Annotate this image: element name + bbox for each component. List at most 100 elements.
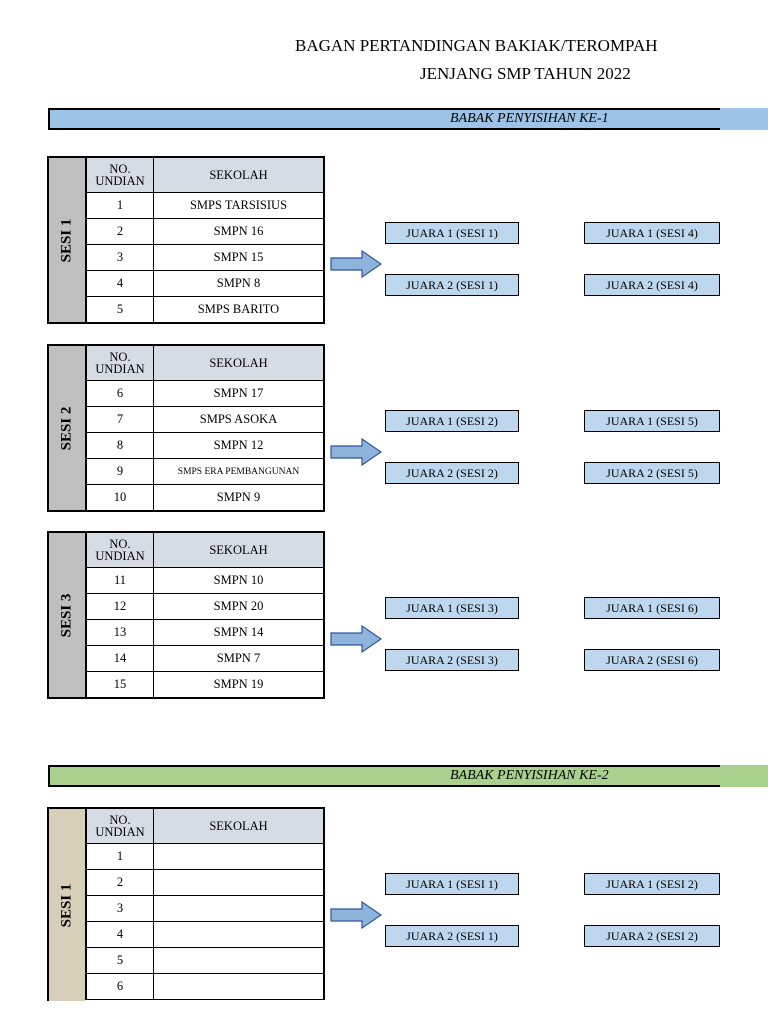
session-side-label: SESI 3: [47, 531, 85, 699]
winner-2-box: JUARA 2 (SESI 5): [584, 462, 720, 484]
winner-2-box: JUARA 2 (SESI 2): [385, 462, 519, 484]
round2-band-tail: [720, 765, 768, 787]
school-name: SMPS ERA PEMBANGUNAN: [153, 458, 325, 485]
sheet-title-line2: JENJANG SMP TAHUN 2022: [420, 64, 631, 83]
round1-band-tail: [720, 108, 768, 130]
school-name: SMPN 20: [153, 593, 325, 620]
winner-1-box: JUARA 1 (SESI 2): [584, 873, 720, 895]
table-row: 2: [85, 869, 325, 896]
col-header-no: NO. UNDIAN: [85, 156, 154, 193]
session-label: SESI 3: [58, 593, 75, 637]
school-name: SMPS ASOKA: [153, 406, 325, 433]
round1-band: BABAK PENYISIHAN KE-1: [48, 108, 768, 130]
table-row: 4: [85, 921, 325, 948]
session-label: SESI 1: [58, 218, 75, 262]
draw-number: 12: [85, 593, 154, 620]
school-name: SMPN 8: [153, 270, 325, 297]
winner-2-box: JUARA 2 (SESI 1): [385, 274, 519, 296]
sheet-title-line1: BAGAN PERTANDINGAN BAKIAK/TEROMPAH: [295, 36, 658, 55]
table-row: 3: [85, 895, 325, 922]
school-name: [153, 895, 325, 922]
draw-number: 4: [85, 270, 154, 297]
school-name: [153, 921, 325, 948]
school-name: SMPN 7: [153, 645, 325, 672]
session-side-label: SESI 1: [47, 807, 85, 1001]
table-row: 1: [85, 843, 325, 870]
draw-number: 2: [85, 218, 154, 245]
draw-number: 2: [85, 869, 154, 896]
draw-number: 5: [85, 947, 154, 974]
right-arrow-icon: [330, 250, 383, 279]
right-arrow-icon: [330, 438, 383, 467]
draw-number: 8: [85, 432, 154, 459]
col-header-school: SEKOLAH: [153, 531, 325, 568]
winner-1-box: JUARA 1 (SESI 6): [584, 597, 720, 619]
right-arrow-icon: [330, 625, 383, 654]
draw-number: 3: [85, 895, 154, 922]
school-name: [153, 869, 325, 896]
draw-number: 15: [85, 671, 154, 699]
session-side-label: SESI 2: [47, 344, 85, 512]
school-name: SMPN 14: [153, 619, 325, 646]
school-name: SMPN 17: [153, 380, 325, 407]
draw-number: 7: [85, 406, 154, 433]
school-name: SMPS TARSISIUS: [153, 192, 325, 219]
winner-2-box: JUARA 2 (SESI 2): [584, 925, 720, 947]
draw-number: 1: [85, 843, 154, 870]
school-name: SMPN 9: [153, 484, 325, 512]
round1-label: BABAK PENYISIHAN KE-1: [450, 111, 609, 126]
col-header-school: SEKOLAH: [153, 156, 325, 193]
winner-2-box: JUARA 2 (SESI 1): [385, 925, 519, 947]
school-name: SMPN 19: [153, 671, 325, 699]
draw-number: 4: [85, 921, 154, 948]
col-header-no: NO. UNDIAN: [85, 807, 154, 844]
school-name: SMPS BARITO: [153, 296, 325, 324]
winner-1-box: JUARA 1 (SESI 2): [385, 410, 519, 432]
draw-number: 13: [85, 619, 154, 646]
winner-2-box: JUARA 2 (SESI 4): [584, 274, 720, 296]
winner-2-box: JUARA 2 (SESI 6): [584, 649, 720, 671]
winner-1-box: JUARA 1 (SESI 1): [385, 873, 519, 895]
col-header-no: NO. UNDIAN: [85, 531, 154, 568]
draw-number: 5: [85, 296, 154, 324]
col-header-school: SEKOLAH: [153, 807, 325, 844]
school-name: SMPN 12: [153, 432, 325, 459]
winner-1-box: JUARA 1 (SESI 5): [584, 410, 720, 432]
school-name: [153, 843, 325, 870]
draw-number: 14: [85, 645, 154, 672]
draw-number: 3: [85, 244, 154, 271]
draw-number: 6: [85, 380, 154, 407]
draw-number: 1: [85, 192, 154, 219]
school-name: SMPN 16: [153, 218, 325, 245]
right-arrow-icon: [330, 901, 383, 930]
winner-1-box: JUARA 1 (SESI 3): [385, 597, 519, 619]
school-name: [153, 973, 325, 1000]
col-header-school: SEKOLAH: [153, 344, 325, 381]
session-label: SESI 1: [58, 883, 75, 927]
round2-band: BABAK PENYISIHAN KE-2: [48, 765, 768, 787]
school-name: [153, 947, 325, 974]
winner-1-box: JUARA 1 (SESI 4): [584, 222, 720, 244]
